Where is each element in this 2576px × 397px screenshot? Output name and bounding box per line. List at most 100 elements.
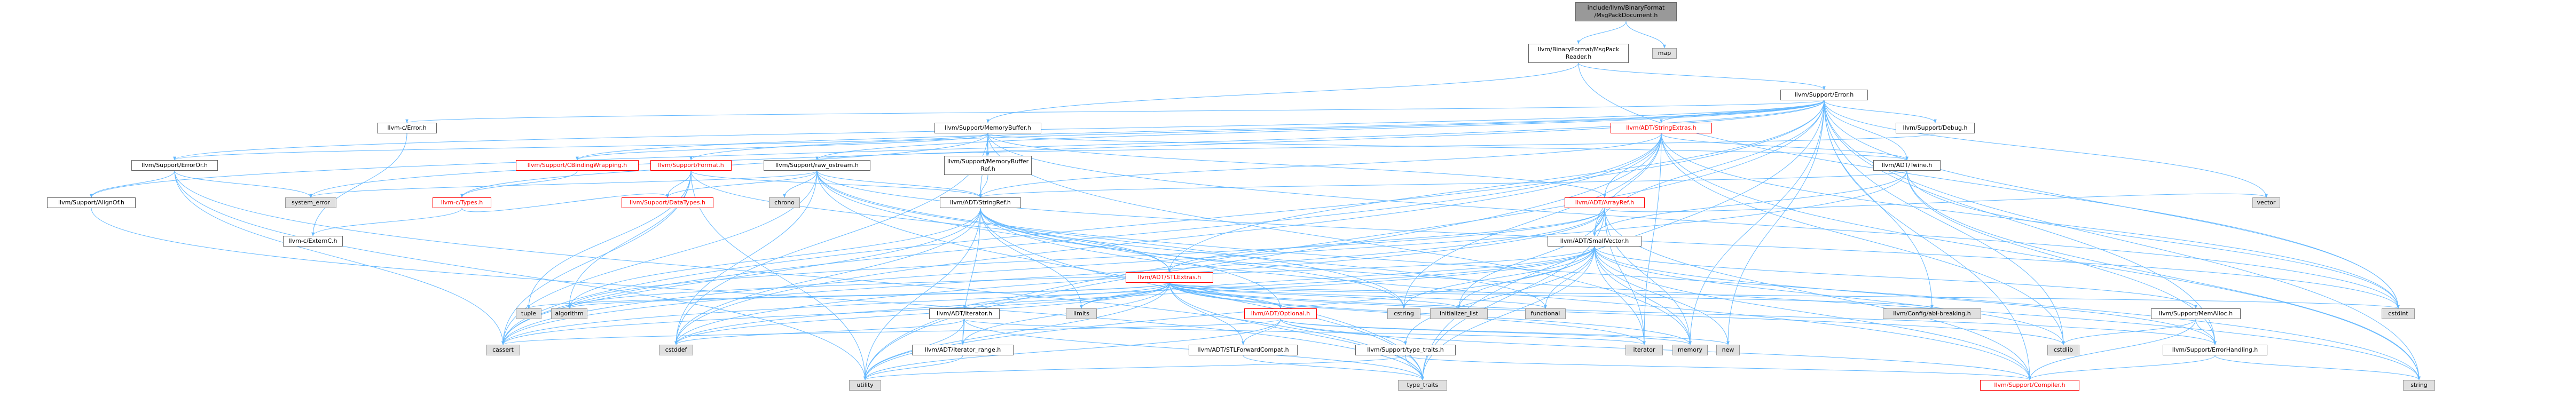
node-initlist[interactable]: initializer_list	[1430, 308, 1488, 319]
node-debug[interactable]: llvm/Support/Debug.h	[1896, 123, 1975, 133]
edges-layer	[90, 21, 2421, 380]
edge-rawostream-cstddef	[674, 170, 818, 345]
node-erroror[interactable]: llvm/Support/ErrorOr.h	[131, 160, 218, 171]
node-typetraits[interactable]: type_traits	[1398, 380, 1447, 391]
edge-twine-cstdint	[1906, 170, 2400, 309]
edge-error-rawostream	[815, 100, 1825, 161]
node-cbinding[interactable]: llvm/Support/CBindingWrapping.h	[516, 160, 639, 171]
node-externc[interactable]: llvm-c/ExternC.h	[283, 236, 343, 247]
node-vector[interactable]: vector	[2252, 197, 2280, 208]
node-optional[interactable]: llvm/ADT/Optional.h	[1244, 308, 1317, 319]
node-errhandling[interactable]: llvm/Support/ErrorHandling.h	[2163, 345, 2267, 355]
edge-erroror-systemerror	[174, 170, 312, 198]
node-iteratorstd[interactable]: iterator	[1625, 345, 1663, 355]
edge-strextras-arrayref	[1603, 133, 1662, 198]
edge-strextras-iteratorstd	[1643, 133, 1662, 345]
node-cassert[interactable]: cassert	[486, 345, 520, 355]
node-twine[interactable]: llvm/ADT/Twine.h	[1873, 160, 1941, 171]
edge-cerror-externc	[311, 133, 407, 236]
edge-error-systemerror	[309, 100, 1825, 198]
node-rawostream[interactable]: llvm/Support/raw_ostream.h	[764, 160, 870, 171]
node-cerror[interactable]: llvm-c/Error.h	[377, 123, 437, 133]
node-configbreak[interactable]: llvm/Config/abi-breaking.h	[1883, 308, 1981, 319]
node-datatypes[interactable]: llvm/Support/DataTypes.h	[622, 197, 713, 208]
edge-format-stlextras	[690, 170, 1171, 273]
edge-membuf-arrayref	[987, 133, 1606, 198]
node-reader[interactable]: llvm/BinaryFormat/MsgPack Reader.h	[1528, 44, 1629, 63]
edge-stringref-compiler	[980, 208, 2031, 380]
edge-iterator-cstddef	[674, 319, 965, 345]
node-chrono[interactable]: chrono	[769, 197, 800, 208]
node-stlfwd[interactable]: llvm/ADT/STLForwardCompat.h	[1189, 345, 1298, 355]
node-limits[interactable]: limits	[1066, 308, 1097, 319]
edge-optional-new	[1280, 319, 1730, 345]
node-alignof[interactable]: llvm/Support/AlignOf.h	[47, 197, 136, 208]
node-memalloc[interactable]: llvm/Support/MemAlloc.h	[2151, 308, 2241, 319]
edge-smallvector-algorithm	[568, 246, 1595, 309]
edge-memalloc-compiler	[2028, 319, 2196, 380]
edge-smallvector-utility	[863, 246, 1595, 380]
node-utility[interactable]: utility	[849, 380, 881, 391]
edge-arrayref-vector	[1604, 193, 2268, 212]
node-typetraitsllvm[interactable]: llvm/Support/type_traits.h	[1355, 345, 1456, 355]
node-tuple[interactable]: tuple	[516, 308, 541, 319]
edge-iterator-iteratorstd	[964, 319, 1646, 345]
edge-smallvector-errhandling	[1594, 246, 2217, 345]
node-format[interactable]: llvm/Support/Format.h	[650, 160, 732, 171]
edge-stringref-string	[980, 208, 2421, 380]
node-algorithm[interactable]: algorithm	[551, 308, 587, 319]
node-new[interactable]: new	[1716, 345, 1740, 355]
edge-stringref-cstddef	[674, 208, 981, 345]
node-membufref[interactable]: llvm/Support/MemoryBuffer Ref.h	[944, 156, 1032, 175]
node-root[interactable]: include/llvm/BinaryFormat /MsgPackDocume…	[1575, 2, 1677, 21]
edge-reader-membuf	[986, 62, 1579, 123]
edge-stlextras-errhandling	[1169, 282, 2217, 345]
edge-format-stringref	[690, 170, 982, 198]
edge-error-configbreak	[1824, 100, 1934, 309]
edge-stringref-iterrange	[961, 208, 981, 345]
edge-stlextras-stlfwd	[1169, 282, 1245, 345]
edge-stlextras-cassert	[501, 282, 1170, 345]
edge-optional-utility	[863, 319, 1281, 380]
node-memory[interactable]: memory	[1672, 345, 1708, 355]
edge-typetraitsllvm-typetraits	[1405, 355, 1424, 380]
edge-rawostream-systemerror	[309, 170, 818, 198]
edge-smallvector-initlist	[1457, 246, 1595, 309]
edge-error-twine	[1824, 100, 1909, 161]
node-iterrange[interactable]: llvm/ADT/iterator_range.h	[912, 345, 1014, 355]
edge-errhandling-compiler	[2028, 355, 2216, 380]
node-cstddef[interactable]: cstddef	[659, 345, 693, 355]
node-map[interactable]: map	[1652, 48, 1677, 59]
edge-arrayref-algorithm	[568, 208, 1605, 309]
edge-stlextras-cstdlib	[1169, 282, 2065, 345]
node-systemerror[interactable]: system_error	[285, 197, 336, 208]
edge-error-cstdint	[1824, 100, 2400, 309]
node-strextras[interactable]: llvm/ADT/StringExtras.h	[1611, 123, 1712, 133]
node-stringref[interactable]: llvm/ADT/StringRef.h	[940, 197, 1021, 208]
edge-arrayref-memory	[1604, 208, 1692, 345]
node-arrayref[interactable]: llvm/ADT/ArrayRef.h	[1565, 197, 1645, 208]
edge-membuf-erroror	[173, 133, 988, 161]
node-stlextras[interactable]: llvm/ADT/STLExtras.h	[1126, 272, 1213, 283]
node-membuf[interactable]: llvm/Support/MemoryBuffer.h	[934, 123, 1041, 133]
node-cstring[interactable]: cstring	[1387, 308, 1420, 319]
edge-stlextras-initlist	[1169, 282, 1460, 309]
edge-stringref-cstring	[980, 208, 1405, 309]
node-cstdint[interactable]: cstdint	[2382, 308, 2415, 319]
edge-erroror-cassert	[174, 170, 505, 345]
node-cstdlib[interactable]: cstdlib	[2047, 345, 2079, 355]
edge-rawostream-cstring	[816, 170, 1405, 309]
node-compiler[interactable]: llvm/Support/Compiler.h	[1980, 380, 2079, 391]
edge-strextras-string	[1661, 133, 2421, 380]
edge-stringref-limits	[980, 208, 1083, 309]
edge-rawostream-optional	[816, 170, 1282, 309]
node-string[interactable]: string	[2403, 380, 2435, 391]
node-error[interactable]: llvm/Support/Error.h	[1780, 90, 1868, 100]
node-functional[interactable]: functional	[1525, 308, 1566, 319]
edge-stlextras-typetraits	[1169, 282, 1424, 380]
node-smallvector[interactable]: llvm/ADT/SmallVector.h	[1548, 236, 1642, 247]
node-ctypes[interactable]: llvm-c/Types.h	[433, 197, 491, 208]
edge-error-string	[1824, 100, 2421, 380]
node-iterator[interactable]: llvm/ADT/iterator.h	[929, 308, 1000, 319]
edge-reader-cstdint	[1578, 62, 2400, 309]
